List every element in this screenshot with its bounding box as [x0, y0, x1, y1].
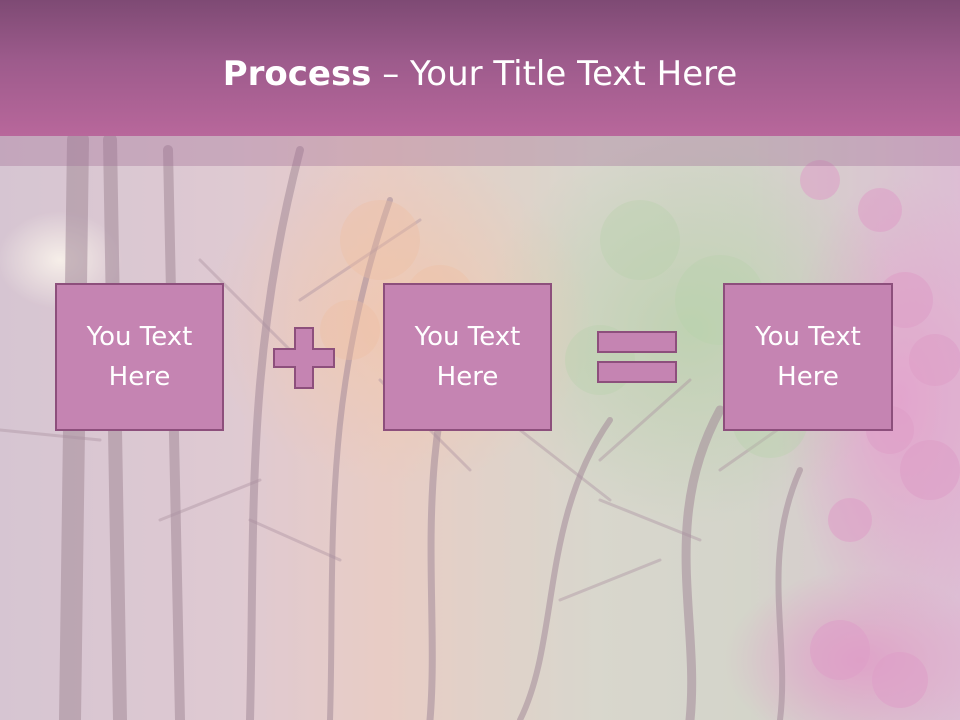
process-step-box-1[interactable]: You Text Here: [55, 283, 224, 431]
plus-icon: [273, 327, 335, 389]
process-step-box-2[interactable]: You Text Here: [383, 283, 552, 431]
title-bold: Process: [222, 54, 372, 94]
process-step-box-3[interactable]: You Text Here: [723, 283, 893, 431]
process-step-text-2: You Text Here: [414, 322, 521, 392]
title-bar: [0, 0, 960, 136]
title-rest: – Your Title Text Here: [371, 54, 738, 94]
process-step-text-1: You Text Here: [86, 322, 193, 392]
title-band: [0, 136, 960, 166]
slide-title[interactable]: Process – Your Title Text Here: [0, 52, 960, 96]
equals-icon: [597, 331, 677, 383]
process-step-text-3: You Text Here: [755, 322, 861, 392]
